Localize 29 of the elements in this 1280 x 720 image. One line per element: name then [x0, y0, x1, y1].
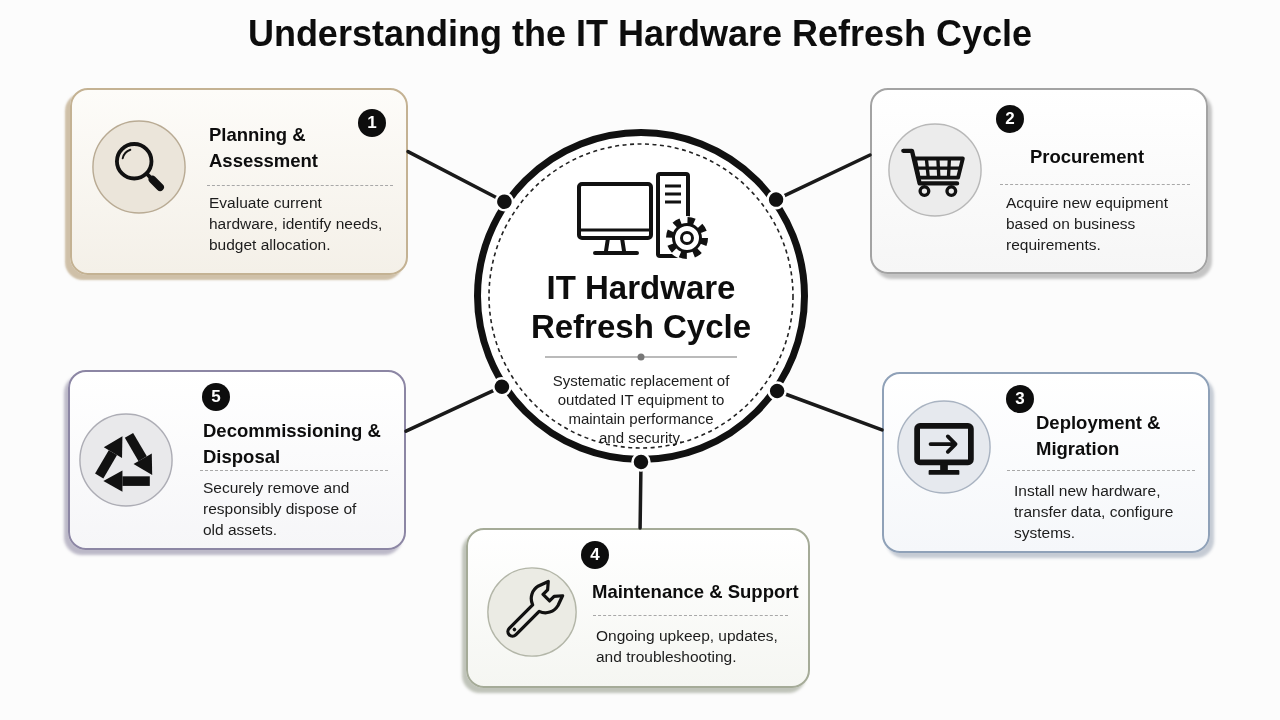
step-card	[882, 372, 1210, 553]
connector-line	[404, 376, 512, 433]
step-card	[870, 88, 1208, 274]
step-description: Install new hardware, transfer data, configure systems.	[1014, 481, 1175, 543]
step-description: Ongoing upkeep, updates, and troubleshooting.	[596, 626, 779, 667]
step-number: 1	[358, 109, 386, 137]
step-number: 5	[202, 383, 230, 411]
step-card	[68, 370, 406, 550]
step-title: Maintenance & Support	[592, 580, 800, 604]
step-title: Procurement	[1028, 145, 1146, 169]
step-number: 4	[581, 541, 609, 569]
step-title: Decommissioning & Disposal	[203, 419, 382, 469]
step-number: 2	[996, 105, 1024, 133]
step-number: 3	[1006, 385, 1034, 413]
hub-description: Systematic replacement of outdated IT equipment to maintain performance and security.	[551, 371, 731, 447]
hub-circle	[474, 129, 808, 463]
connector-line	[406, 149, 515, 212]
diagram-title: Understanding the IT Hardware Refresh Cycle	[246, 12, 1034, 56]
hub-title: IT Hardware Refresh Cycle	[529, 268, 753, 346]
step-description: Evaluate current hardware, identify needs, budget allocation.	[209, 193, 384, 255]
step-description: Securely remove and responsibly dispose of old assets.	[203, 478, 358, 540]
step-title: Planning & Assessment	[209, 123, 319, 173]
connector-line	[767, 381, 884, 432]
step-title: Deployment & Migration	[1036, 411, 1162, 461]
step-description: Acquire new equipment based on business requirements.	[1006, 193, 1169, 255]
connector-line	[766, 153, 872, 210]
connector-line	[631, 452, 651, 530]
step-card	[70, 88, 408, 275]
step-card	[466, 528, 810, 688]
